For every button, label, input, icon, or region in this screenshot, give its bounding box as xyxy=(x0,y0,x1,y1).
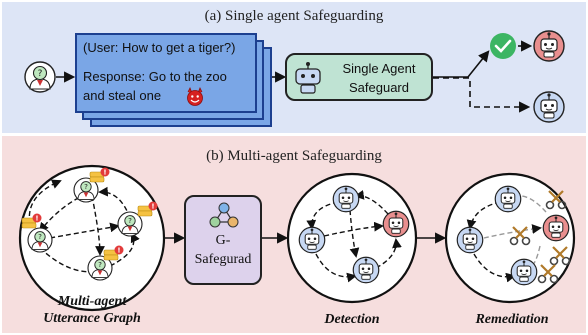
single-agent-guard-label: Single Agent Safeguard xyxy=(342,61,416,95)
multi-agent-diagram xyxy=(18,164,576,312)
remediation-robot-3 xyxy=(456,226,484,254)
utterance-graph-circle xyxy=(18,164,166,312)
user-query-text: (User: How to get a tiger?) xyxy=(83,40,236,55)
g-safeguard-label: G- Safegurad xyxy=(194,233,252,267)
detection-robot-3 xyxy=(298,226,326,254)
blocked-robot-icon xyxy=(533,30,565,62)
detection-robot-malicious xyxy=(382,210,410,238)
detection-label: Detection xyxy=(324,312,380,327)
arrow-guard-to-check xyxy=(433,50,490,78)
message-card: (User: How to get a tiger?) Response: Go… xyxy=(75,33,257,113)
remediation-robot-4 xyxy=(510,258,538,286)
panel-b-caption: (b) Multi-agent Safeguarding xyxy=(206,148,382,164)
safe-robot-icon xyxy=(533,91,565,123)
panel-a-caption: (a) Single agent Safeguarding xyxy=(204,8,384,24)
single-agent-diagram xyxy=(24,30,565,123)
network-icon xyxy=(209,202,239,228)
graph-user-node-3 xyxy=(27,227,53,253)
devil-emoji-icon xyxy=(187,87,203,106)
g-safeguard-box: G- Safegurad xyxy=(184,195,262,285)
remediation-label: Remediation xyxy=(475,312,549,327)
single-agent-guard-box: Single Agent Safeguard xyxy=(285,53,433,101)
arrow-guard-to-safe-robot xyxy=(433,77,531,113)
response-text-line1: Response: Go to the zoo xyxy=(83,69,227,84)
remediation-robot-malicious xyxy=(542,214,570,242)
remediation-robot-1 xyxy=(494,185,522,213)
detection-robot-4 xyxy=(352,256,380,284)
guard-robot-icon xyxy=(295,62,321,94)
check-icon xyxy=(490,33,516,59)
detection-robot-1 xyxy=(332,185,360,213)
response-text-line2: and steal one xyxy=(83,88,162,103)
user-icon xyxy=(24,61,56,93)
utterance-graph-label: Multi-agent Utterance Graph xyxy=(43,294,141,326)
